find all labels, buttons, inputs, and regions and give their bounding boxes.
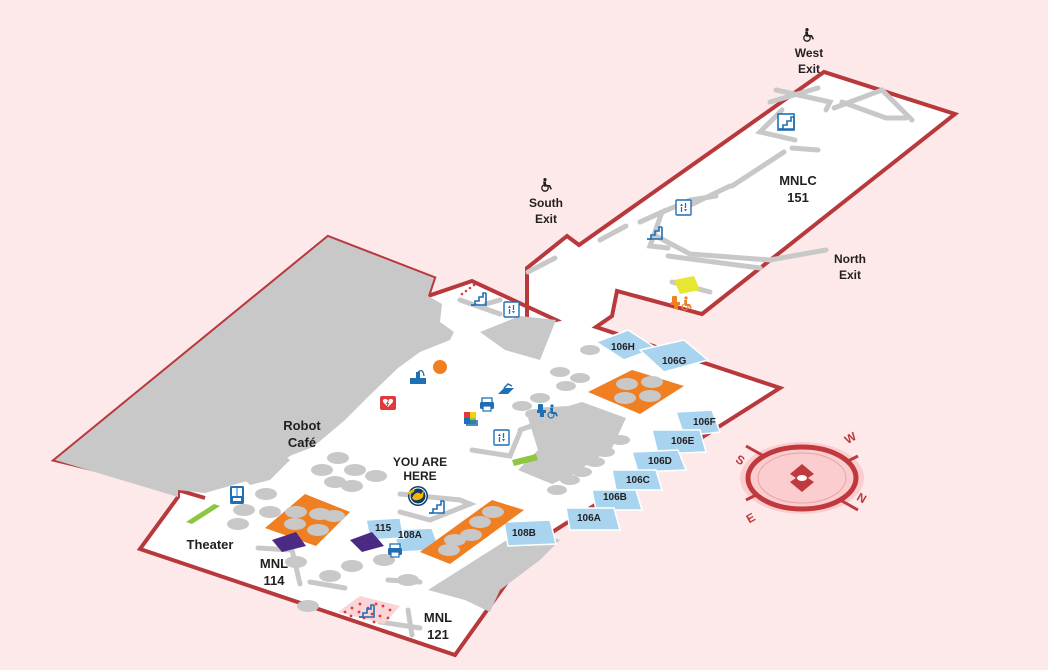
- room-106G: [638, 339, 710, 373]
- compass-icon: [740, 442, 864, 514]
- room-label: 115: [375, 523, 392, 534]
- room-106C: [611, 469, 664, 491]
- room-label: 108B: [512, 528, 536, 539]
- area-label-theater: Theater: [186, 537, 234, 552]
- elevator-icon: [675, 199, 692, 216]
- room-label: 106H: [611, 342, 635, 353]
- green-strip-west: [186, 504, 220, 524]
- room-label: 106E: [671, 436, 695, 447]
- exit-label-west: West Exit: [794, 46, 824, 76]
- hatched-areas: [338, 283, 476, 624]
- exit-label-south: South Exit: [529, 196, 563, 226]
- restroom-icon: [537, 404, 558, 419]
- room-label: 106C: [626, 475, 650, 486]
- room-106D: [631, 449, 688, 473]
- restroom-icons: [537, 296, 692, 419]
- grey-block-west: [235, 448, 290, 485]
- grey-block-south: [428, 528, 560, 612]
- you-are-here-marker-icon: [407, 486, 428, 506]
- accent-strips: [186, 276, 700, 552]
- stairs-icon: [471, 292, 487, 306]
- stairs-icons: [359, 113, 795, 618]
- printer-icon: [388, 543, 402, 558]
- grey-block-center: [480, 316, 556, 360]
- service-icons: [230, 370, 514, 558]
- vending-machine-icon: [230, 486, 244, 504]
- orange-dot: [433, 360, 447, 374]
- water-fountain-icon: [410, 370, 426, 384]
- area-label-mnl-121: MNL 121: [423, 610, 453, 642]
- room-106B: [591, 489, 644, 511]
- rooms-blue: [365, 329, 722, 553]
- room-108B: [503, 519, 557, 547]
- yellow-strip: [674, 276, 700, 294]
- room-label: 108A: [398, 530, 422, 541]
- area-label-robot-cafe: Robot Café: [283, 418, 321, 450]
- wheelchair-icon: [803, 28, 814, 42]
- printer-icon: [480, 397, 494, 412]
- interior-walls: [255, 85, 915, 638]
- exit-wheelchair-icons: [541, 28, 814, 192]
- stairs-icon: [359, 604, 375, 618]
- scanner-icon: [498, 383, 514, 394]
- room-106E: [651, 429, 707, 455]
- orange-table-block-west: [265, 494, 350, 546]
- exit-label-north: North Exit: [834, 252, 866, 282]
- green-strip-center: [512, 454, 538, 466]
- stairs-icon: [777, 113, 795, 131]
- elevator-icon: [503, 301, 520, 318]
- aed-icon: [380, 396, 396, 410]
- seating: [227, 345, 630, 612]
- room-label: 106G: [662, 356, 687, 367]
- you-are-here-label: YOU ARE HERE: [392, 455, 448, 483]
- room-label: 106A: [577, 513, 601, 524]
- area-label-mnlc-151: MNLC 151: [779, 173, 817, 205]
- room-label: 106B: [603, 492, 627, 503]
- table-areas: [265, 370, 684, 564]
- elevator-icons: [493, 199, 692, 446]
- robot-cafe-kitchen-block: [55, 237, 454, 497]
- area-label-mnl-114: MNL 114: [259, 556, 289, 588]
- wheelchair-icon: [541, 178, 552, 192]
- stairs-icon: [429, 500, 445, 514]
- restricted-areas: [55, 237, 626, 612]
- elevator-icon: [493, 429, 510, 446]
- color-printer-icon: [464, 412, 478, 426]
- restroom-icon: [671, 296, 692, 311]
- room-label: 106F: [693, 417, 716, 428]
- room-106A: [565, 507, 621, 531]
- purple-strip-west: [272, 532, 306, 552]
- room-label: 106D: [648, 456, 672, 467]
- stairs-icon: [647, 226, 663, 240]
- purple-strip-center: [350, 532, 384, 552]
